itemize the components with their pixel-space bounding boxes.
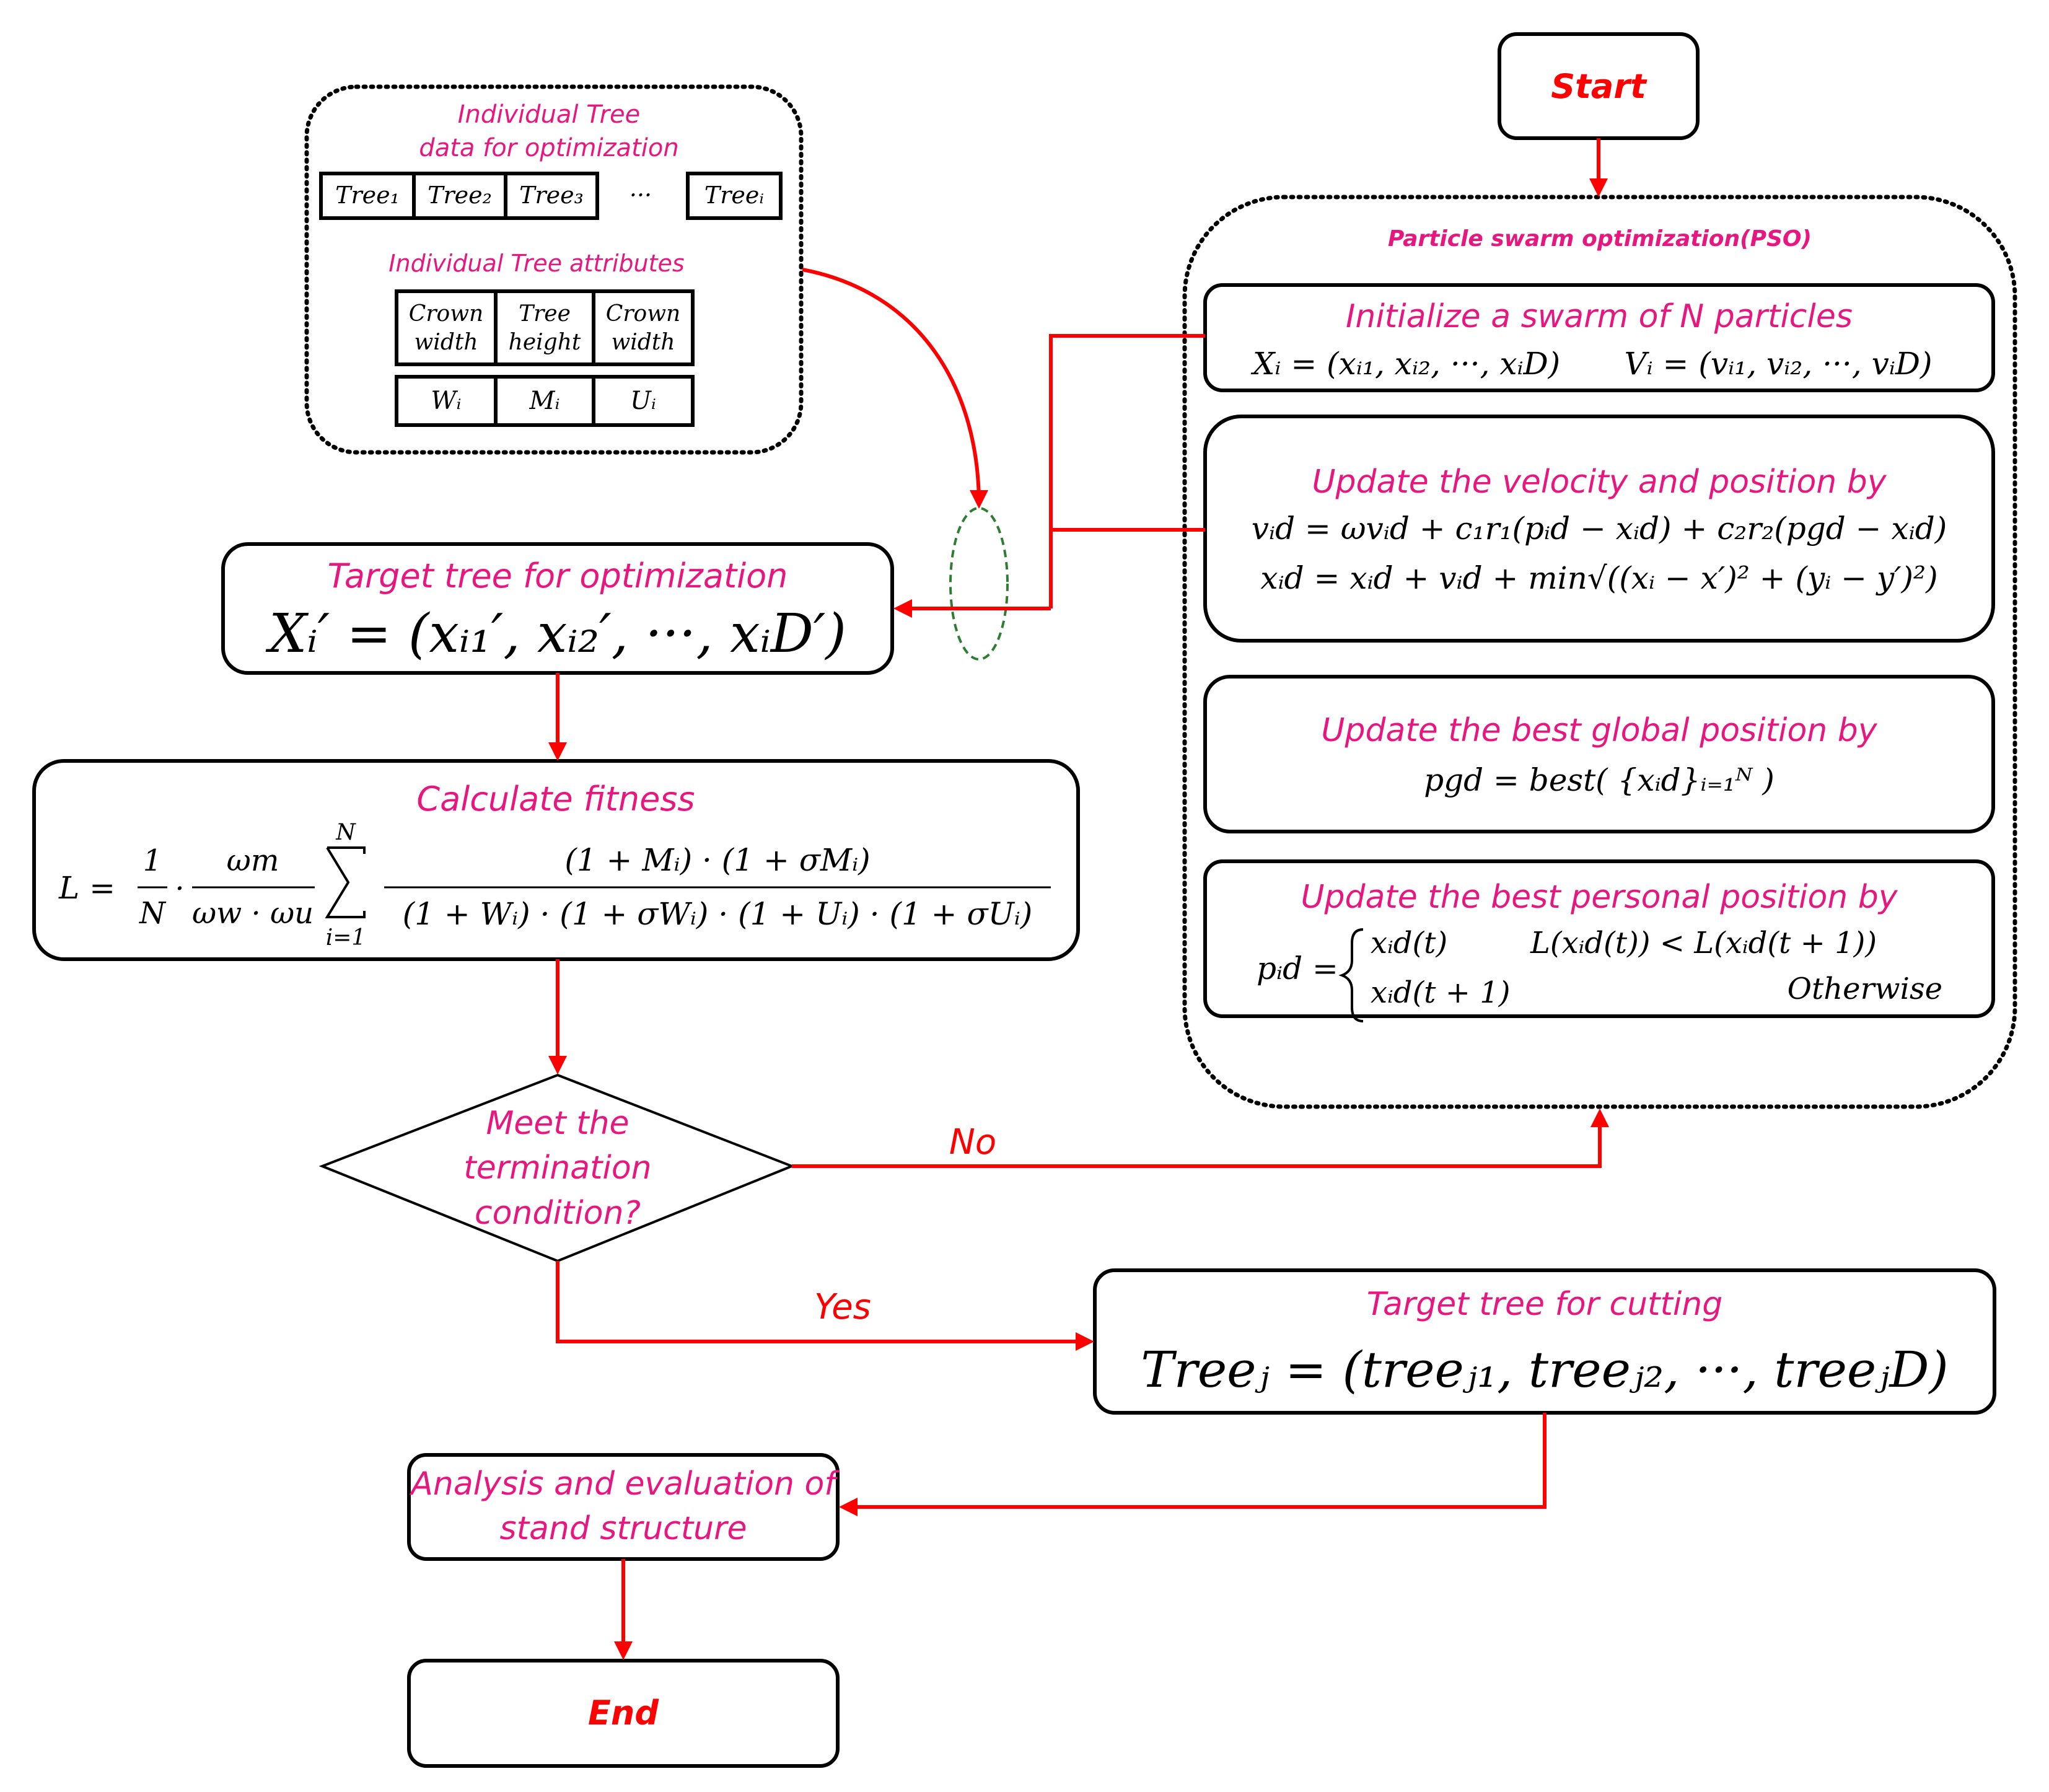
fitness-frac1-num: 1	[143, 843, 162, 878]
update-velocity-box: Update the velocity and position by vᵢd …	[1203, 415, 1995, 643]
update-global-box: Update the best global position by pgd =…	[1203, 675, 1995, 833]
tree-data-title-1: Individual Tree	[458, 100, 641, 129]
fitness-title: Calculate fitness	[416, 780, 695, 819]
connector-init	[1049, 334, 1205, 608]
fitness-frac1-den: N	[139, 896, 167, 931]
end-label: End	[588, 1693, 659, 1733]
personal-lhs: pᵢd =	[1257, 951, 1338, 986]
target-cutting-eq: Treeⱼ = (treeⱼ₁, treeⱼ₂, ···, treeⱼD)	[1141, 1341, 1949, 1399]
attr-symbol-w: Wᵢ	[431, 387, 461, 415]
update-global-title: Update the best global position by	[1321, 712, 1877, 749]
tree-cell-1: Tree₁	[335, 182, 400, 209]
end-node: End	[407, 1659, 840, 1768]
target-optimization-box: Target tree for optimization Xᵢ′ = (xᵢ₁′…	[221, 542, 894, 675]
arrow-data-to-target	[802, 268, 988, 509]
personal-row1-value: xᵢd(t)	[1371, 926, 1447, 960]
connectors: No Yes	[548, 138, 1609, 1660]
arrow-cutting-to-analysis	[839, 1413, 1547, 1516]
personal-brace	[1338, 928, 1364, 1022]
pso-title: Particle swarm optimization(PSO)	[1388, 226, 1812, 252]
attr-header-3-line1: Crown	[606, 301, 680, 327]
tree-cell-2: Tree₂	[428, 182, 492, 209]
termination-decision: Meet the termination condition?	[318, 1073, 796, 1263]
decision-line-3: condition?	[475, 1195, 641, 1232]
tree-cell-3: Tree₃	[519, 182, 584, 209]
tree-cell-i: Treeᵢ	[704, 182, 764, 209]
target-optimization-eq: Xᵢ′ = (xᵢ₁′, xᵢ₂′, ···, xᵢD′)	[265, 603, 846, 665]
initialize-eq-x: Xᵢ = (xᵢ₁, xᵢ₂, ···, xᵢD)	[1250, 346, 1560, 382]
target-cutting-box: Target tree for cutting Treeⱼ = (treeⱼ₁,…	[1093, 1268, 1996, 1415]
attr-header-3-line2: width	[611, 330, 675, 355]
decision-line-1: Meet the	[486, 1105, 629, 1142]
start-node: Start	[1498, 32, 1700, 140]
fitness-frac3-den: (1 + Wᵢ) · (1 + σWᵢ) · (1 + Uᵢ) · (1 + σ…	[403, 896, 1033, 932]
merge-ellipse	[949, 507, 1009, 661]
attr-symbol-m: Mᵢ	[529, 387, 559, 415]
fitness-dot: ·	[175, 871, 184, 906]
sigma-symbol	[325, 846, 366, 918]
tree-data-panel: Individual Tree data for optimization Tr…	[304, 84, 804, 455]
update-personal-title: Update the best personal position by	[1301, 879, 1898, 916]
no-label: No	[949, 1122, 996, 1162]
tree-ellipsis: ···	[630, 182, 652, 209]
arrow-yes-to-cutting	[556, 1261, 1094, 1351]
tree-attr-table: Crown width Tree height Crown width Wᵢ M…	[395, 289, 695, 427]
attr-symbol-u: Uᵢ	[630, 387, 656, 415]
pso-container: Particle swarm optimization(PSO) Initial…	[1182, 195, 2017, 1109]
update-velocity-title: Update the velocity and position by	[1312, 463, 1887, 501]
tree-data-title-2: data for optimization	[419, 134, 678, 162]
fitness-sum-bottom: i=1	[326, 925, 366, 951]
position-equation: xᵢd = xᵢd + vᵢd + min√((xᵢ − x′)² + (yᵢ …	[1260, 560, 1937, 596]
fitness-lhs: L =	[58, 870, 115, 906]
analysis-box: Analysis and evaluation of stand structu…	[407, 1453, 840, 1561]
arrow-no-to-pso	[792, 1109, 1609, 1168]
personal-row1-condition: L(xᵢd(t)) < L(xᵢd(t + 1))	[1530, 926, 1877, 960]
attr-header-2-line1: Tree	[519, 301, 571, 327]
analysis-line-2: stand structure	[500, 1510, 747, 1547]
analysis-line-1: Analysis and evaluation of	[409, 1465, 840, 1503]
tree-list: Tree₁ Tree₂ Tree₃ ··· Treeᵢ	[319, 172, 783, 220]
initialize-title: Initialize a swarm of N particles	[1346, 298, 1853, 335]
fitness-frac2-num: ωm	[227, 843, 279, 878]
start-label: Start	[1551, 67, 1648, 106]
decision-line-2: termination	[463, 1149, 651, 1187]
target-optimization-title: Target tree for optimization	[328, 556, 788, 595]
initialize-box: Initialize a swarm of N particles Xᵢ = (…	[1203, 283, 1995, 392]
personal-row2-value: xᵢd(t + 1)	[1371, 975, 1510, 1010]
update-personal-box: Update the best personal position by pᵢd…	[1203, 859, 1995, 1022]
initialize-eq-v: Vᵢ = (vᵢ₁, vᵢ₂, ···, vᵢD)	[1625, 346, 1933, 382]
fitness-frac2-den: ωw · ωu	[192, 896, 314, 931]
tree-attr-title: Individual Tree attributes	[388, 250, 684, 277]
personal-row2-condition: Otherwise	[1788, 972, 1942, 1006]
fitness-frac3-num: (1 + Mᵢ) · (1 + σMᵢ)	[564, 842, 870, 878]
target-cutting-title: Target tree for cutting	[1367, 1286, 1723, 1323]
fitness-box: Calculate fitness L = 1 N · ωm ωw · ωu N…	[32, 759, 1080, 961]
yes-label: Yes	[814, 1287, 871, 1327]
attr-header-2-line2: height	[509, 330, 581, 355]
velocity-equation: vᵢd = ωvᵢd + c₁r₁(pᵢd − xᵢd) + c₂r₂(pgd …	[1252, 511, 1947, 547]
fitness-sum-top: N	[335, 820, 356, 845]
attr-header-1-line1: Crown	[409, 301, 483, 327]
attr-header-1-line2: width	[414, 330, 478, 355]
global-equation: pgd = best( {xᵢd}ᵢ₌₁ᴺ )	[1424, 762, 1775, 798]
